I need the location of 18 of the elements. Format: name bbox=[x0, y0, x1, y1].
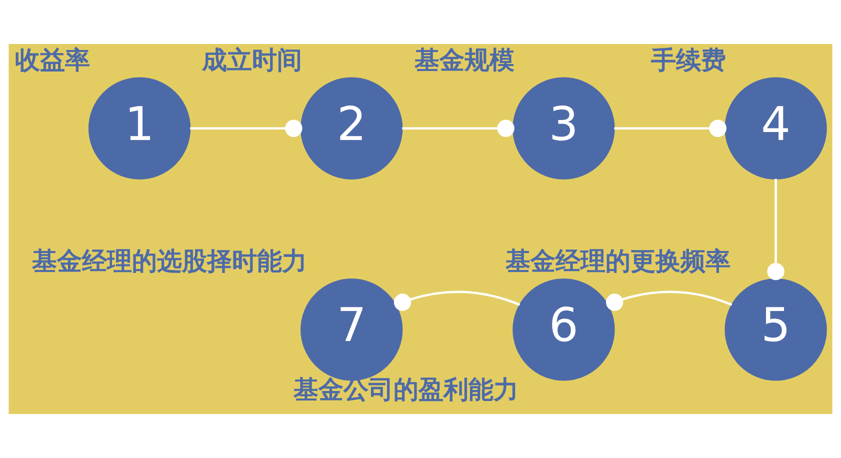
node-label: 成立时间 bbox=[202, 45, 302, 74]
node-circle: 6 bbox=[512, 278, 615, 381]
node-circle: 3 bbox=[512, 77, 615, 180]
node-circle: 1 bbox=[88, 77, 191, 180]
node-label: 手续费 bbox=[651, 45, 726, 74]
connector bbox=[606, 290, 732, 311]
node-circle: 2 bbox=[300, 77, 403, 180]
node-circle: 5 bbox=[724, 278, 827, 381]
connector bbox=[394, 290, 520, 311]
node-label: 基金经理的更换频率 bbox=[506, 246, 731, 276]
node-circle: 4 bbox=[724, 77, 827, 180]
connector bbox=[767, 178, 784, 280]
connector bbox=[614, 120, 726, 137]
node-label: 基金经理的选股择时能力 bbox=[32, 246, 307, 276]
connector bbox=[190, 120, 302, 137]
node-label: 基金规模 bbox=[414, 45, 514, 74]
connector bbox=[402, 120, 514, 137]
node-label: 收益率 bbox=[14, 45, 90, 74]
